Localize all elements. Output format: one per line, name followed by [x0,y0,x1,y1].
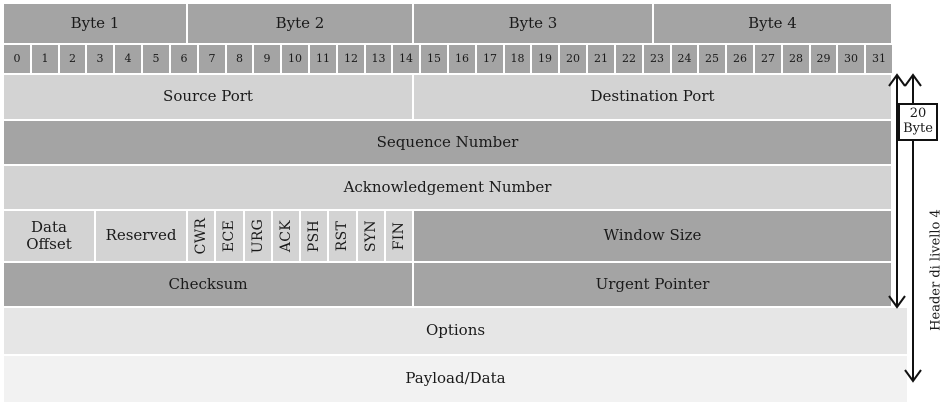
bit-number-cell: 30 [838,45,866,75]
flag-label: URG [249,218,266,254]
bit-number-cell: 16 [449,45,477,75]
flag-ack: ACK [273,211,301,263]
bit-number-cell: 4 [115,45,143,75]
flag-urg: URG [245,211,273,263]
header-layer-label: Header di livello 4 [928,209,944,331]
bit-number-cell: 20 [560,45,588,75]
bit-number-cell: 23 [644,45,672,75]
data-offset-field: Data Offset [4,211,96,263]
bit-number-cell: 7 [199,45,227,75]
flag-label: CWR [192,217,209,255]
bit-number-cell: 1 [32,45,60,75]
bit-number-cell: 0 [4,45,32,75]
data-offset-label-line2: Offset [26,235,72,253]
urgent-pointer-field: Urgent Pointer [414,263,893,308]
bit-number-cell: 22 [616,45,644,75]
bit-number-cell: 24 [672,45,699,75]
bit-number-cell: 3 [87,45,115,75]
source-port-field: Source Port [4,75,414,121]
byte-3-header: Byte 3 [414,4,654,45]
byte-1-header: Byte 1 [4,4,188,45]
bit-number-cell: 19 [532,45,560,75]
bit-number-cell: 14 [393,45,421,75]
bit-number-cell: 11 [310,45,338,75]
header-size-label: 20 Byte [898,103,938,141]
bit-number-cell: 25 [699,45,727,75]
bit-number-cell: 12 [338,45,366,75]
bit-number-cell: 26 [727,45,755,75]
header-size-value: 20 [909,106,927,122]
bit-number-cell: 6 [171,45,199,75]
byte-4-header: Byte 4 [654,4,893,45]
destination-port-field: Destination Port [414,75,893,121]
flag-syn: SYN [358,211,386,263]
bit-number-cell: 18 [505,45,532,75]
ack-number-field: Acknowledgement Number [4,166,893,211]
flag-fin: FIN [386,211,414,263]
flag-ece: ECE [216,211,245,263]
bit-number-cell: 27 [755,45,783,75]
flag-label: FIN [390,221,407,251]
flag-label: ACK [277,219,294,253]
bit-number-cell: 5 [143,45,171,75]
bit-number-cell: 21 [588,45,616,75]
window-size-field: Window Size [414,211,893,263]
bit-number-cell: 28 [783,45,811,75]
byte-2-header: Byte 2 [188,4,414,45]
header-size-unit: Byte [903,121,933,136]
bit-number-cell: 31 [866,45,894,75]
flag-label: SYN [362,220,379,252]
bit-number-cell: 15 [421,45,449,75]
bit-number-cell: 9 [254,45,282,75]
flag-label: RST [334,220,351,252]
flag-psh: PSH [301,211,329,263]
checksum-field: Checksum [4,263,414,308]
bit-number-cell: 8 [227,45,254,75]
bit-number-cell: 29 [811,45,838,75]
bit-number-cell: 17 [477,45,505,75]
options-field: Options [4,308,909,356]
payload-field: Payload/Data [4,356,909,404]
flag-rst: RST [329,211,358,263]
flag-label: PSH [305,219,322,253]
bit-number-cell: 13 [366,45,393,75]
bit-number-cell: 2 [60,45,87,75]
bit-number-cell: 10 [282,45,310,75]
reserved-field: Reserved [96,211,188,263]
flag-cwr: CWR [188,211,216,263]
flag-label: ECE [221,219,238,253]
header-arrow-up-head [904,73,922,87]
data-offset-label-line1: Data [31,217,67,236]
sequence-number-field: Sequence Number [4,121,893,166]
